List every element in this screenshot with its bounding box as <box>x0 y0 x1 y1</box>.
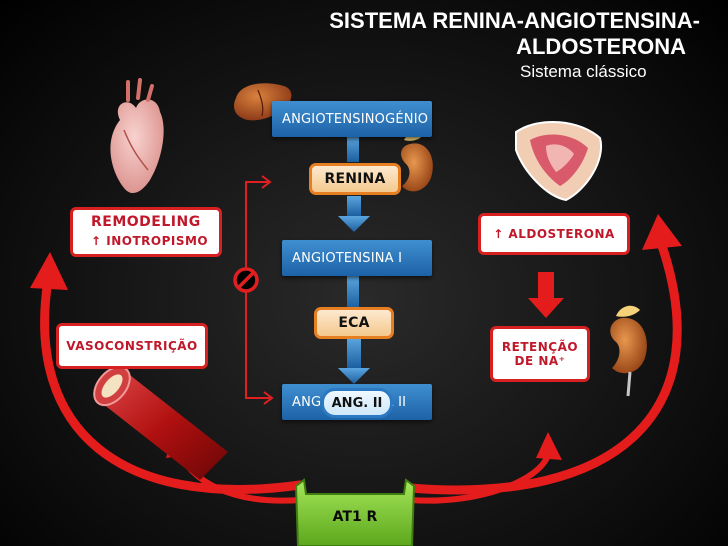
artery-icon <box>93 365 228 480</box>
adrenal-tissue-icon <box>515 121 603 202</box>
retention-label-2: DE NA⁺ <box>514 354 566 368</box>
title-line-1: SISTEMA RENINA-ANGIOTENSINA- <box>329 8 700 33</box>
ang2-badge: ANG. II <box>321 388 393 418</box>
aldosterone-down-arrow <box>528 272 564 318</box>
remodeling-box: REMODELING ↑ INOTROPISMO <box>70 207 222 257</box>
renin-box: RENINA <box>309 163 401 195</box>
cascade-arrow-1 <box>347 136 359 162</box>
cascade-arrow-4 <box>338 338 370 384</box>
subtitle: Sistema clássico <box>520 62 647 81</box>
cascade-arrow-3 <box>347 276 359 308</box>
ace-box: ECA <box>314 307 394 339</box>
curved-arrow-left <box>30 252 305 494</box>
inhibition-icon <box>233 267 259 293</box>
vasoconstriction-box: VASOCONSTRIÇÃO <box>56 323 208 369</box>
sodium-retention-box: RETENÇÃO DE NA⁺ <box>490 326 590 382</box>
kidney-icon-2 <box>610 305 647 397</box>
title-line-2: ALDOSTERONA <box>516 34 686 59</box>
remodeling-label: REMODELING <box>91 214 201 230</box>
kidney-icon <box>401 131 433 192</box>
retention-label-1: RETENÇÃO <box>501 340 579 354</box>
page-title: SISTEMA RENINA-ANGIOTENSINA- ALDOSTERONA <box>212 8 712 60</box>
angiotensinogen-box: ANGIOTENSINOGÉNIO <box>272 101 432 137</box>
inotropism-label: ↑ INOTROPISMO <box>91 234 209 248</box>
angiotensin-1-box: ANGIOTENSINA I <box>282 240 432 276</box>
curved-arrow-right <box>405 214 682 495</box>
at1-receptor-shape <box>294 478 416 546</box>
curved-arrow-right-small <box>407 432 562 504</box>
aldosterone-box: ↑ ALDOSTERONA <box>478 213 630 255</box>
cascade-arrow-2 <box>338 196 370 232</box>
heart-icon <box>110 78 164 194</box>
at1-receptor-label: AT1 R <box>332 509 378 525</box>
